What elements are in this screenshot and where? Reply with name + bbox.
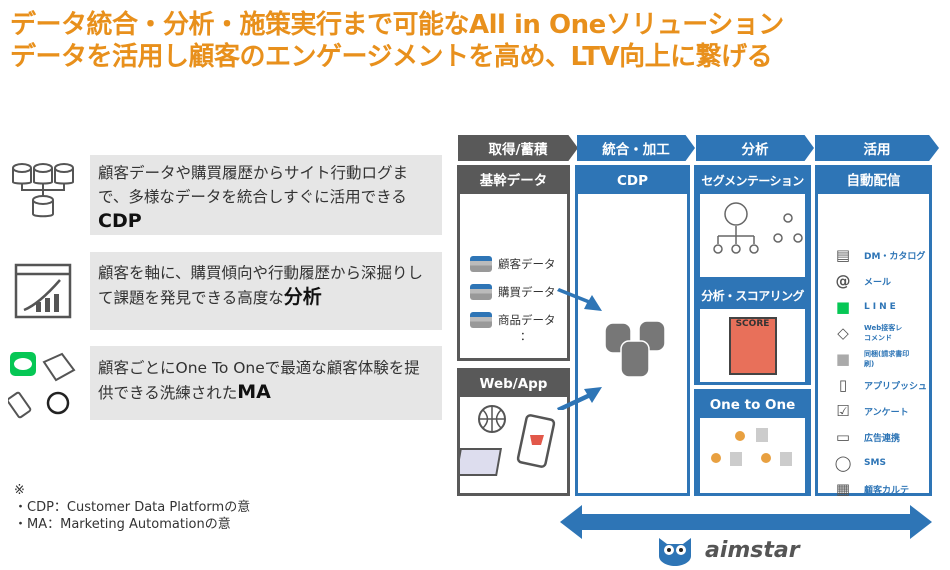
ad-icon: ▭ xyxy=(835,428,851,446)
webapp-header: Web/App xyxy=(479,376,548,392)
more-indicator: ： xyxy=(520,329,532,343)
scoring-panel: 分析・スコアリング SCORE xyxy=(694,280,811,385)
core-data-header: 基幹データ xyxy=(479,173,548,189)
score-sheet-icon: SCORE xyxy=(728,316,777,375)
scoring-header: 分析・スコアリング xyxy=(701,289,804,303)
channel-enclosure: ■ 同梱(請求書印刷) xyxy=(832,346,929,372)
feature-keyword: MA xyxy=(237,381,271,403)
one-to-one-panel: One to One xyxy=(694,389,811,496)
db-item: 購買データ xyxy=(470,284,567,300)
owl-icon xyxy=(659,538,691,566)
db-label: 商品データ xyxy=(498,313,556,327)
double-arrow-icon xyxy=(560,505,932,539)
web-recommend-icon: ◇ xyxy=(837,324,849,342)
segmentation-header: セグメンテーション xyxy=(701,174,804,188)
stage-integrate: 統合・加工 xyxy=(577,135,695,161)
note-ma: ・MA：Marketing Automationの意 xyxy=(14,517,231,532)
feature-keyword: CDP xyxy=(98,210,142,232)
feature-ma: 顧客ごとにOne To Oneで最適な顧客体験を提供できる洗練されたMA xyxy=(90,346,442,420)
channel-label: 顧客カルテ xyxy=(864,485,910,496)
line-icon: ■ xyxy=(835,298,851,316)
one-to-one-header: One to One xyxy=(709,397,796,413)
channel-label: メール xyxy=(864,277,892,288)
webapp-panel: Web/App xyxy=(455,368,570,496)
channel-label: SMS xyxy=(864,458,886,468)
feature-cdp: 顧客データや購買履歴からサイト行動ログまで、多様なデータを統合しすぐに活用できる… xyxy=(90,155,442,235)
catalog-icon: ▤ xyxy=(835,246,851,264)
stage-use: 活用 xyxy=(815,135,939,161)
feature-keyword: 分析 xyxy=(283,286,322,308)
channel-label: アンケート xyxy=(864,407,909,418)
segmentation-panel: セグメンテーション xyxy=(694,165,811,280)
channel-label: LINE xyxy=(864,302,899,312)
feature-text: 顧客を軸に、購買傾向や行動履歴から深掘りして課題を発見できる高度な xyxy=(98,264,424,307)
channel-web: ◇ Web接客レコメンド xyxy=(832,320,929,346)
app-push-icon: ▯ xyxy=(838,376,848,394)
web-app-devices-icon xyxy=(455,405,556,476)
survey-icon: ☑ xyxy=(836,402,850,420)
stage-analyze: 分析 xyxy=(696,135,814,161)
analytics-chart-icon xyxy=(14,263,72,319)
feature-text: 顧客ごとにOne To Oneで最適な顧客体験を提供できる洗練された xyxy=(98,359,420,402)
cdp-header: CDP xyxy=(616,173,648,189)
enclosure-icon: ■ xyxy=(835,350,851,368)
logo-text: aimstar xyxy=(705,537,800,563)
db-label: 顧客データ xyxy=(498,257,556,271)
auto-delivery-header: 自動配信 xyxy=(846,173,901,189)
auto-delivery-panel: 自動配信 ▤ DM・カタログ @ メール ■ LINE ◇ Web接客レコメンド ■ 同梱… xyxy=(815,165,932,498)
database-icon xyxy=(12,163,74,218)
arrow-web-to-cdp-icon xyxy=(557,387,602,410)
title-line-2: データを活用し顧客のエンゲージメントを高め、LTV向上に繋げる xyxy=(10,42,773,72)
channel-label: 広告連携 xyxy=(864,433,901,444)
at-sign-icon: @ xyxy=(835,272,851,290)
database-icon xyxy=(470,284,492,300)
arrow-core-to-cdp-icon xyxy=(557,288,602,311)
channel-mail: @ メール xyxy=(832,268,929,294)
note-mark: ※ xyxy=(14,483,25,498)
note-cdp: ・CDP：Customer Data Platformの意 xyxy=(14,500,251,515)
channel-label: Web接客レコメンド xyxy=(864,324,903,342)
whatsapp-icon: ◯ xyxy=(834,454,852,472)
channel-survey: ☑ アンケート xyxy=(832,398,929,424)
db-item: 顧客データ xyxy=(470,256,567,272)
channel-line: ■ LINE xyxy=(832,294,929,320)
feature-text: 顧客データや購買履歴からサイト行動ログまで、多様なデータを統合しすぐに活用できる xyxy=(98,164,409,206)
channel-label: DM・カタログ xyxy=(864,251,926,262)
channel-dm: ▤ DM・カタログ xyxy=(832,242,929,268)
database-icon xyxy=(470,312,492,328)
channel-label: 同梱(請求書印刷) xyxy=(864,350,910,368)
db-item: 商品データ xyxy=(470,312,567,328)
cdp-panel: CDP xyxy=(575,165,690,496)
channel-sms: ◯ SMS xyxy=(832,450,929,476)
database-icon xyxy=(470,256,492,272)
score-label: SCORE xyxy=(735,318,770,329)
channel-label: アプリプッシュ xyxy=(864,381,928,392)
segmentation-icon xyxy=(713,202,803,254)
channel-app-push: ▯ アプリプッシュ xyxy=(832,372,929,398)
footnotes: ※ ・CDP：Customer Data Platformの意 ・MA：Mark… xyxy=(14,482,250,533)
channel-karte: ▦ 顧客カルテ xyxy=(832,476,929,502)
title-line-1: データ統合・分析・施策実行まで可能なAll in Oneソリューション xyxy=(10,10,784,40)
messaging-apps-icon xyxy=(8,352,76,419)
stage-acquire: 取得/蓄積 xyxy=(458,135,578,161)
aimstar-logo: aimstar xyxy=(655,534,800,566)
one-to-one-icon xyxy=(711,428,792,466)
channel-ads: ▭ 広告連携 xyxy=(832,424,929,450)
db-label: 購買データ xyxy=(498,285,556,299)
feature-analysis: 顧客を軸に、購買傾向や行動履歴から深掘りして課題を発見できる高度な分析 xyxy=(90,252,442,330)
database-cluster-icon xyxy=(604,320,666,378)
customer-chart-icon: ▦ xyxy=(835,480,851,498)
core-data-panel: 基幹データ 顧客データ 購買データ 商品データ ： xyxy=(457,165,570,361)
